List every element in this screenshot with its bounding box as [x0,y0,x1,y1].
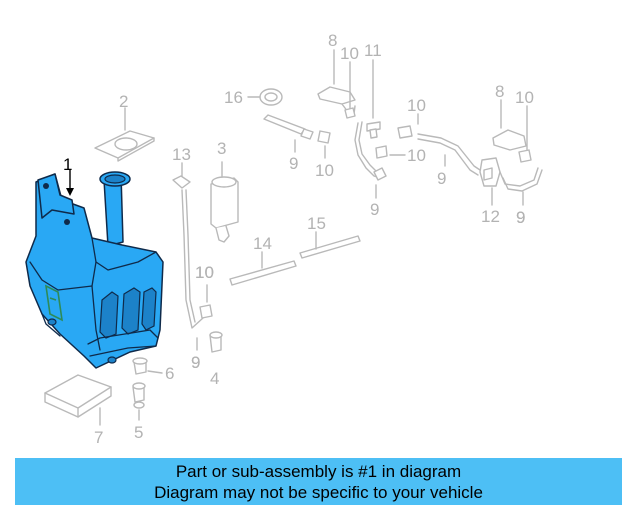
callout-9: 9 [516,208,525,227]
callout-2: 2 [119,92,128,111]
part-3-pump [210,161,239,243]
callout-10: 10 [195,263,214,282]
callout-13: 13 [172,145,191,164]
part-4-fitting [209,331,223,353]
callout-6: 6 [165,364,174,383]
callout-4: 4 [210,369,219,388]
callout-15: 15 [307,214,326,233]
part-5-fitting [132,382,146,421]
parts-diagram: 1 2 3 4 5 6 7 8 10 11 16 10 9 10 10 9 8 … [25,31,543,447]
callout-9: 9 [516,208,525,227]
part-10-connector [397,113,419,139]
callout-9: 9 [289,154,298,173]
part-6-fitting [132,357,163,375]
part-1-reservoir [25,171,164,369]
callout-9: 9 [437,169,446,188]
part-15-tube [299,231,361,259]
hose-9-upper [263,114,331,159]
callout-8: 8 [495,82,504,101]
callout-10: 10 [315,161,334,180]
callout-10: 10 [340,44,359,63]
hose-9-right [417,133,481,176]
callout-10: 10 [407,146,426,165]
banner-line-part-info: Part or sub-assembly is #1 in diagram [175,462,462,481]
part-1-leader [66,170,74,196]
callout-9: 9 [191,353,200,372]
part-11-connector [354,59,406,199]
part-10-lower-fitting [196,284,213,351]
callout-8: 8 [328,31,337,50]
callout-10: 10 [515,88,534,107]
callout-9: 9 [191,353,200,372]
callout-11: 11 [364,41,382,60]
callout-12: 12 [481,207,500,226]
callout-3: 3 [217,139,226,158]
callout-5: 5 [134,423,143,442]
part-13-grommet [172,162,204,329]
callout-16: 16 [224,88,243,107]
part-16-grommet [247,88,283,106]
part-12-valve [479,157,501,206]
callout-1: 1 [63,155,72,174]
part-8-nozzle-left [317,49,356,119]
banner-line-disclaimer: Diagram may not be specific to your vehi… [154,483,483,502]
callout-10: 10 [195,263,214,282]
callout-7: 7 [94,428,103,447]
part-2-cover [94,107,155,162]
callout-10: 10 [407,96,426,115]
info-banner: Part or sub-assembly is #1 in diagram Di… [15,458,622,505]
callout-14: 14 [253,234,272,253]
part-7-pad [44,374,112,426]
part-8-nozzle-right [492,99,543,206]
part-14-tube [229,251,297,286]
callout-9: 9 [370,200,379,219]
